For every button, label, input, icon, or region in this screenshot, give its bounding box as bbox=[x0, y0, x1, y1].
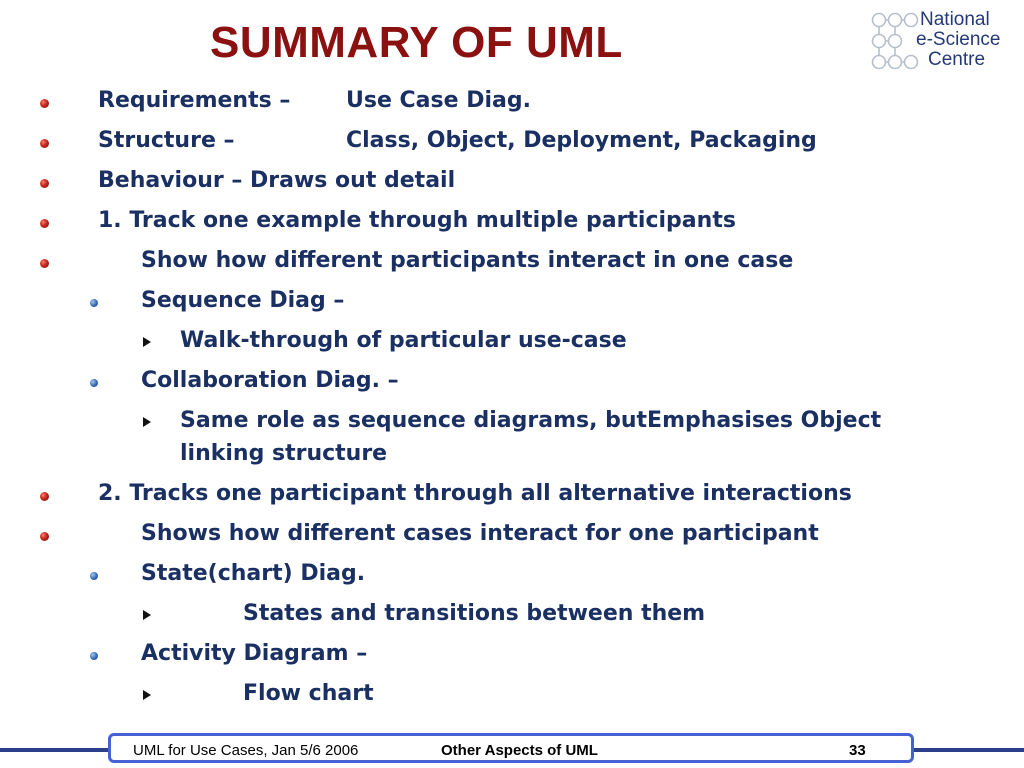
bullet-item: Show how different participants interact… bbox=[141, 248, 794, 273]
red-bullet-icon bbox=[40, 532, 49, 541]
red-bullet-icon bbox=[40, 492, 49, 501]
footer-left-text: UML for Use Cases, Jan 5/6 2006 bbox=[133, 742, 359, 759]
bullet-item: Structure – Class, Object, Deployment, P… bbox=[98, 128, 817, 154]
bullet-item: Walk-through of particular use-case bbox=[180, 328, 627, 353]
bullet-item: Same role as sequence diagrams, butEmpha… bbox=[180, 408, 882, 433]
blue-bullet-icon bbox=[90, 572, 98, 580]
red-bullet-icon bbox=[40, 139, 49, 148]
bullet-item: States and transitions between them bbox=[243, 601, 706, 626]
bullet-list: Requirements – Use Case Diag. Structure … bbox=[40, 88, 882, 706]
arrow-bullet-icon bbox=[143, 690, 151, 700]
arrow-bullet-icon bbox=[143, 610, 151, 620]
bullet-item: 1. Track one example through multiple pa… bbox=[98, 208, 736, 233]
logo-text: National e-Science Centre bbox=[916, 9, 1018, 70]
footer-bar: UML for Use Cases, Jan 5/6 2006 Other As… bbox=[108, 733, 914, 763]
blue-bullet-icon bbox=[90, 652, 98, 660]
bullet-text: Requirements – bbox=[98, 88, 291, 113]
bullet-item: Behaviour – Draws out detail bbox=[98, 168, 456, 193]
red-bullet-icon bbox=[40, 179, 49, 188]
hex-circles-logo-icon bbox=[871, 12, 919, 70]
bullet-item-continuation: linking structure bbox=[180, 441, 388, 466]
logo-line-3: Centre bbox=[928, 49, 986, 70]
red-bullet-icon bbox=[40, 99, 49, 108]
page-number: 33 bbox=[849, 742, 866, 759]
bullet-text-2: Use Case Diag. bbox=[346, 88, 531, 113]
slide-title: SUMMARY OF UML bbox=[210, 18, 623, 67]
logo-line-1: National bbox=[920, 9, 990, 30]
bullet-text-2: Class, Object, Deployment, Packaging bbox=[346, 128, 817, 153]
bullet-item: Collaboration Diag. – bbox=[141, 368, 399, 393]
bullet-item: State(chart) Diag. bbox=[141, 561, 366, 586]
bullet-item: Sequence Diag – bbox=[141, 288, 345, 313]
bullet-item: 2. Tracks one participant through all al… bbox=[98, 481, 852, 506]
arrow-bullet-icon bbox=[143, 337, 151, 347]
bullet-item: Requirements – Use Case Diag. bbox=[98, 88, 531, 114]
bullet-item: Shows how different cases interact for o… bbox=[141, 521, 819, 546]
red-bullet-icon bbox=[40, 259, 49, 268]
red-bullet-icon bbox=[40, 219, 49, 228]
arrow-bullet-icon bbox=[143, 417, 151, 427]
footer-center-text: Other Aspects of UML bbox=[441, 742, 598, 759]
blue-bullet-icon bbox=[90, 299, 98, 307]
bullet-item: Activity Diagram – bbox=[141, 641, 368, 666]
bullet-item: Flow chart bbox=[243, 681, 374, 706]
blue-bullet-icon bbox=[90, 379, 98, 387]
nesc-logo: National e-Science Centre bbox=[868, 10, 1018, 72]
logo-line-2: e-Science bbox=[916, 29, 1001, 50]
bullet-text: Structure – bbox=[98, 128, 235, 153]
